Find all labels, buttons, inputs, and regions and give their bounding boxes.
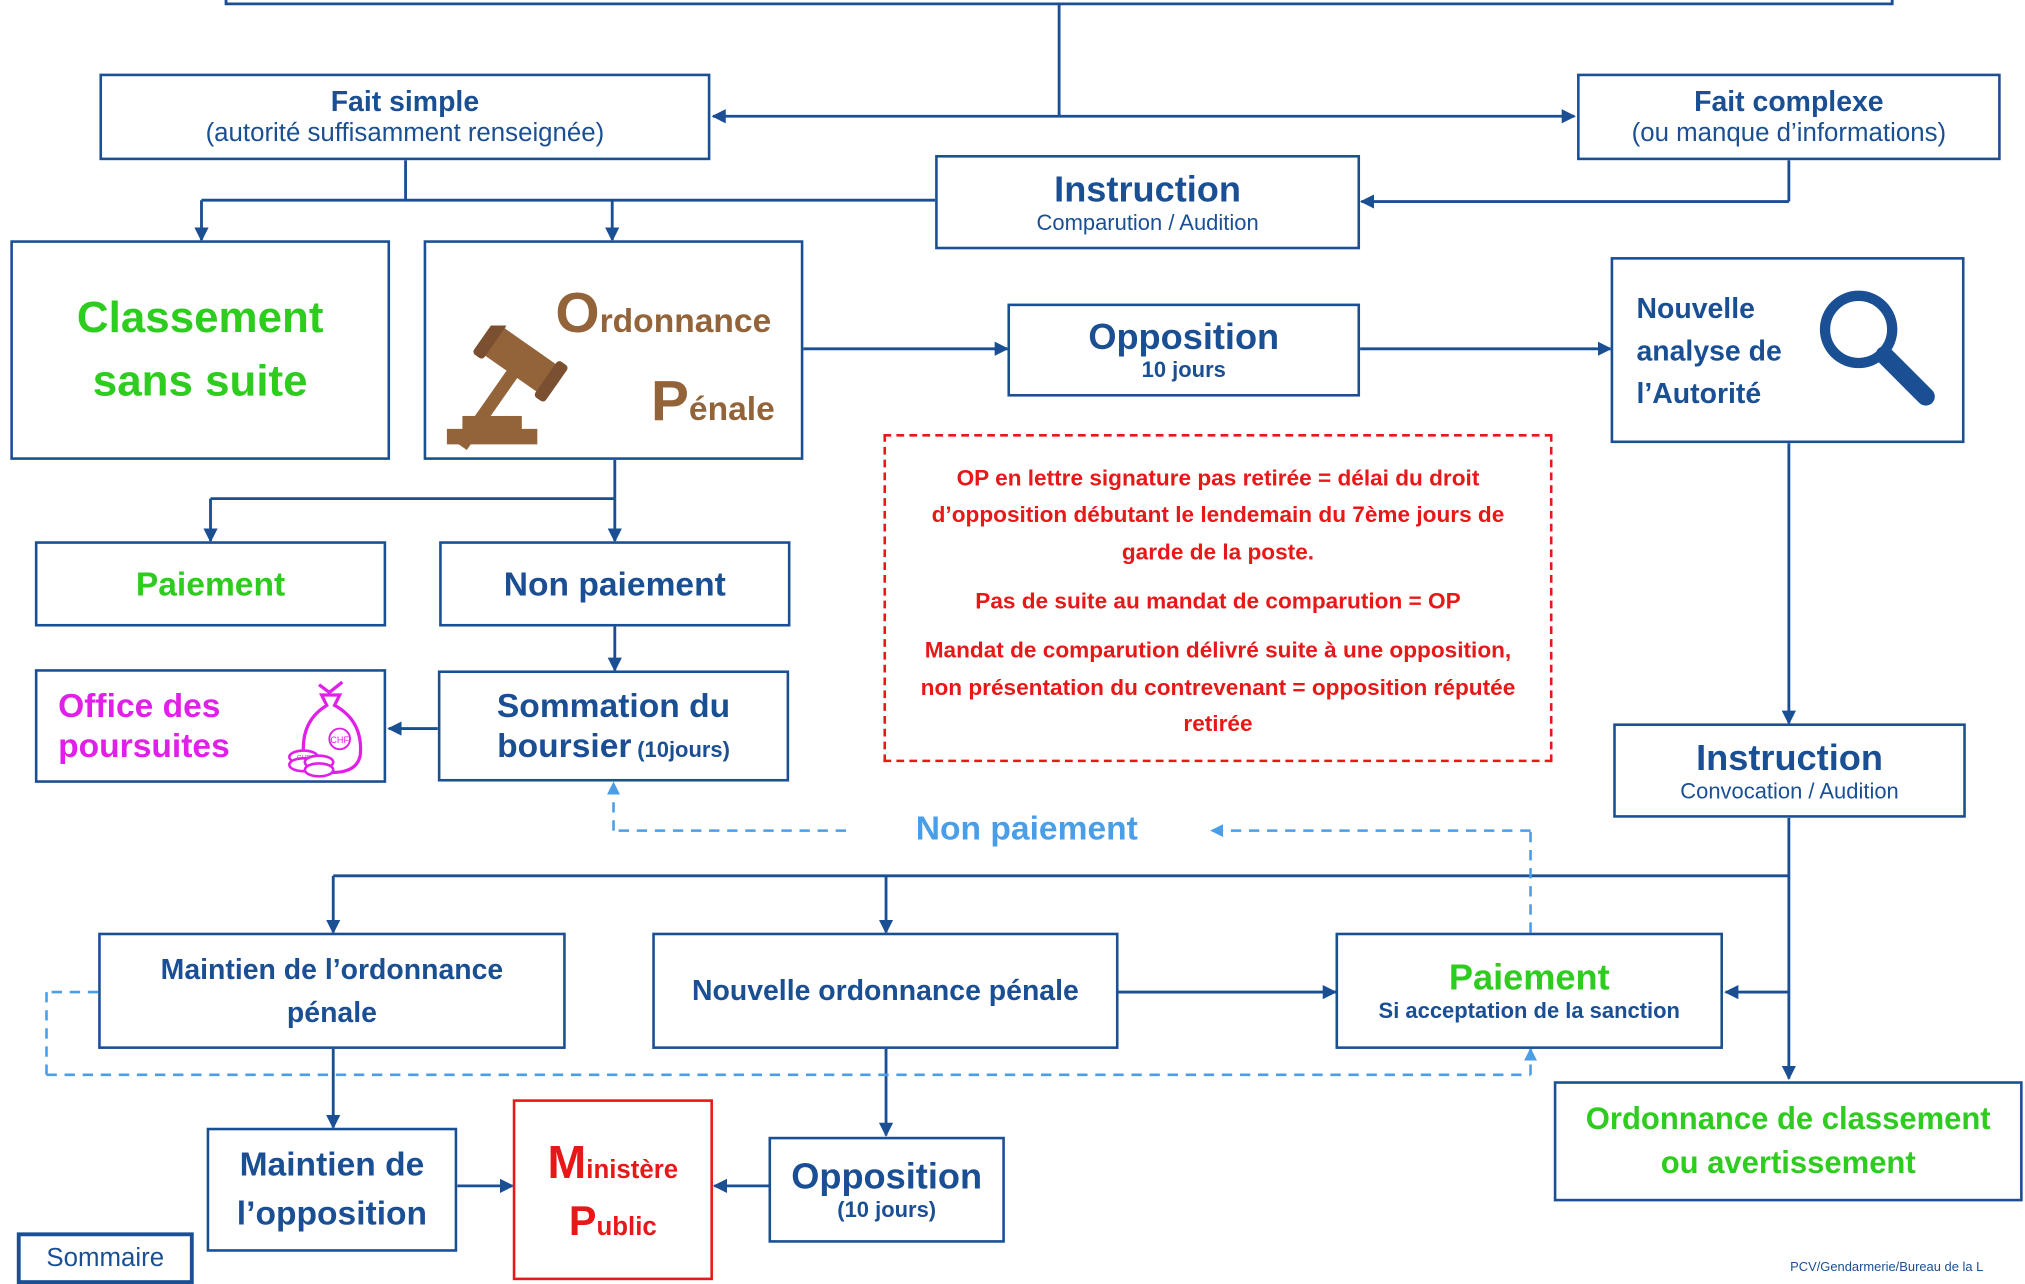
ordonnance-classement-line1: Ordonnance de classement xyxy=(1585,1101,1991,1137)
paiement-right-subtitle: Si acceptation de la sanction xyxy=(1378,998,1680,1024)
ordonnance-classement-box: Ordonnance de classement ou avertissemen… xyxy=(1553,1081,2023,1202)
nouvelle-analyse-line3: l’Autorité xyxy=(1636,376,1762,409)
instruction-right-box: Instruction Convocation / Audition xyxy=(1613,723,1966,818)
note-line-3: Mandat de comparution délivré suite à un… xyxy=(920,637,1516,737)
penale-rest: énale xyxy=(688,388,775,428)
sommation-boursier: boursier xyxy=(497,725,632,765)
fait-complexe-title: Fait complexe xyxy=(1694,85,1884,118)
opposition-bottom-box: Opposition (10 jours) xyxy=(768,1136,1005,1243)
instruction-top-subtitle: Comparution / Audition xyxy=(1036,209,1259,235)
ministere-public-box: Ministère Public xyxy=(512,1099,713,1281)
penale-word: Pénale xyxy=(651,369,775,434)
paiement-left-box: Paiement xyxy=(34,541,387,627)
paiement-right-title: Paiement xyxy=(1448,957,1610,998)
classement-line1: Classement xyxy=(76,292,324,342)
coin-label: CHF xyxy=(297,755,310,762)
penale-initial: P xyxy=(650,369,689,433)
ordonnance-rest: rdonnance xyxy=(599,300,772,340)
info-note: OP en lettre signature pas retirée = dél… xyxy=(883,434,1553,763)
instruction-top-title: Instruction xyxy=(1054,168,1242,209)
opposition-top-subtitle: 10 jours xyxy=(1141,357,1226,383)
money-bag-icon: CHF CHF xyxy=(288,680,363,778)
office-poursuites-box: Office des poursuites CHF CHF xyxy=(34,669,387,783)
magnifier-icon xyxy=(1819,290,1935,406)
public-rest: ublic xyxy=(596,1212,657,1241)
nouvelle-ordonnance-label: Nouvelle ordonnance pénale xyxy=(691,974,1079,1007)
opposition-bottom-subtitle: (10 jours) xyxy=(837,1197,937,1223)
ordonnance-classement-line2: ou avertissement xyxy=(1660,1145,1916,1181)
nouvelle-ordonnance-box: Nouvelle ordonnance pénale xyxy=(652,932,1119,1049)
classement-box: Classement sans suite xyxy=(10,240,391,460)
ordonnance-word: Ordonnance xyxy=(555,282,771,347)
maintien-opposition-box: Maintien de l’opposition xyxy=(206,1127,458,1252)
ordonnance-penale-box: Ordonnance Pénale xyxy=(423,240,804,460)
fait-simple-title: Fait simple xyxy=(330,85,480,118)
classement-line2: sans suite xyxy=(92,356,308,406)
fait-complexe-subtitle: (ou manque d’informations) xyxy=(1631,118,1947,148)
nouvelle-analyse-line1: Nouvelle xyxy=(1636,291,1755,324)
fait-simple-subtitle: (autorité suffisamment renseignée) xyxy=(205,118,605,148)
nouvelle-analyse-box: Nouvelle analyse de l’Autorité xyxy=(1610,257,1965,444)
non-paiement-label: Non paiement xyxy=(503,563,726,603)
ministere-rest: inistère xyxy=(586,1155,679,1184)
public-initial: P xyxy=(568,1196,597,1244)
opposition-top-box: Opposition 10 jours xyxy=(1007,303,1361,397)
instruction-right-subtitle: Convocation / Audition xyxy=(1680,778,1899,803)
ministere-word: Ministère xyxy=(548,1135,679,1189)
non-paiement-dashed-label: Non paiement xyxy=(915,808,1138,848)
office-line1: Office des xyxy=(58,685,221,725)
sommation-line1: Sommation du xyxy=(496,685,731,725)
office-line2: poursuites xyxy=(58,725,230,765)
sommation-days: (10jours) xyxy=(637,737,730,763)
instruction-right-title: Instruction xyxy=(1696,736,1883,778)
public-word: Public xyxy=(569,1197,657,1245)
fait-simple-box: Fait simple (autorité suffisamment rense… xyxy=(99,73,711,161)
non-paiement-box: Non paiement xyxy=(439,541,791,627)
maintien-ordonnance-box: Maintien de l’ordonnance pénale xyxy=(98,932,566,1049)
gavel-icon xyxy=(446,325,568,451)
ministere-initial: M xyxy=(547,1134,587,1188)
maintien-ordonnance-line1: Maintien de l’ordonnance xyxy=(160,953,504,986)
sommaire-label: Sommaire xyxy=(46,1243,165,1272)
sommation-line2: boursier (10jours) xyxy=(497,726,730,766)
maintien-opposition-line1: Maintien de xyxy=(239,1144,425,1184)
instruction-top-box: Instruction Comparution / Audition xyxy=(935,155,1361,250)
note-line-1: OP en lettre signature pas retirée = dél… xyxy=(931,465,1505,565)
ordonnance-initial: O xyxy=(555,281,600,345)
sommation-box: Sommation du boursier (10jours) xyxy=(437,670,790,782)
fait-complexe-box: Fait complexe (ou manque d’informations) xyxy=(1577,73,2001,161)
sommaire-button[interactable]: Sommaire xyxy=(16,1232,194,1284)
opposition-top-title: Opposition xyxy=(1088,316,1280,357)
note-line-2: Pas de suite au mandat de comparution = … xyxy=(975,587,1461,614)
paiement-right-box: Paiement Si acceptation de la sanction xyxy=(1335,932,1723,1049)
footer-credit: PCV/Gendarmerie/Bureau de la L xyxy=(1790,1260,1984,1276)
bag-label: CHF xyxy=(330,735,349,745)
paiement-left-label: Paiement xyxy=(135,563,286,603)
maintien-opposition-line2: l’opposition xyxy=(236,1193,428,1233)
maintien-ordonnance-line2: pénale xyxy=(286,995,377,1029)
opposition-bottom-title: Opposition xyxy=(791,1156,983,1197)
nouvelle-analyse-line2: analyse de xyxy=(1636,333,1782,367)
